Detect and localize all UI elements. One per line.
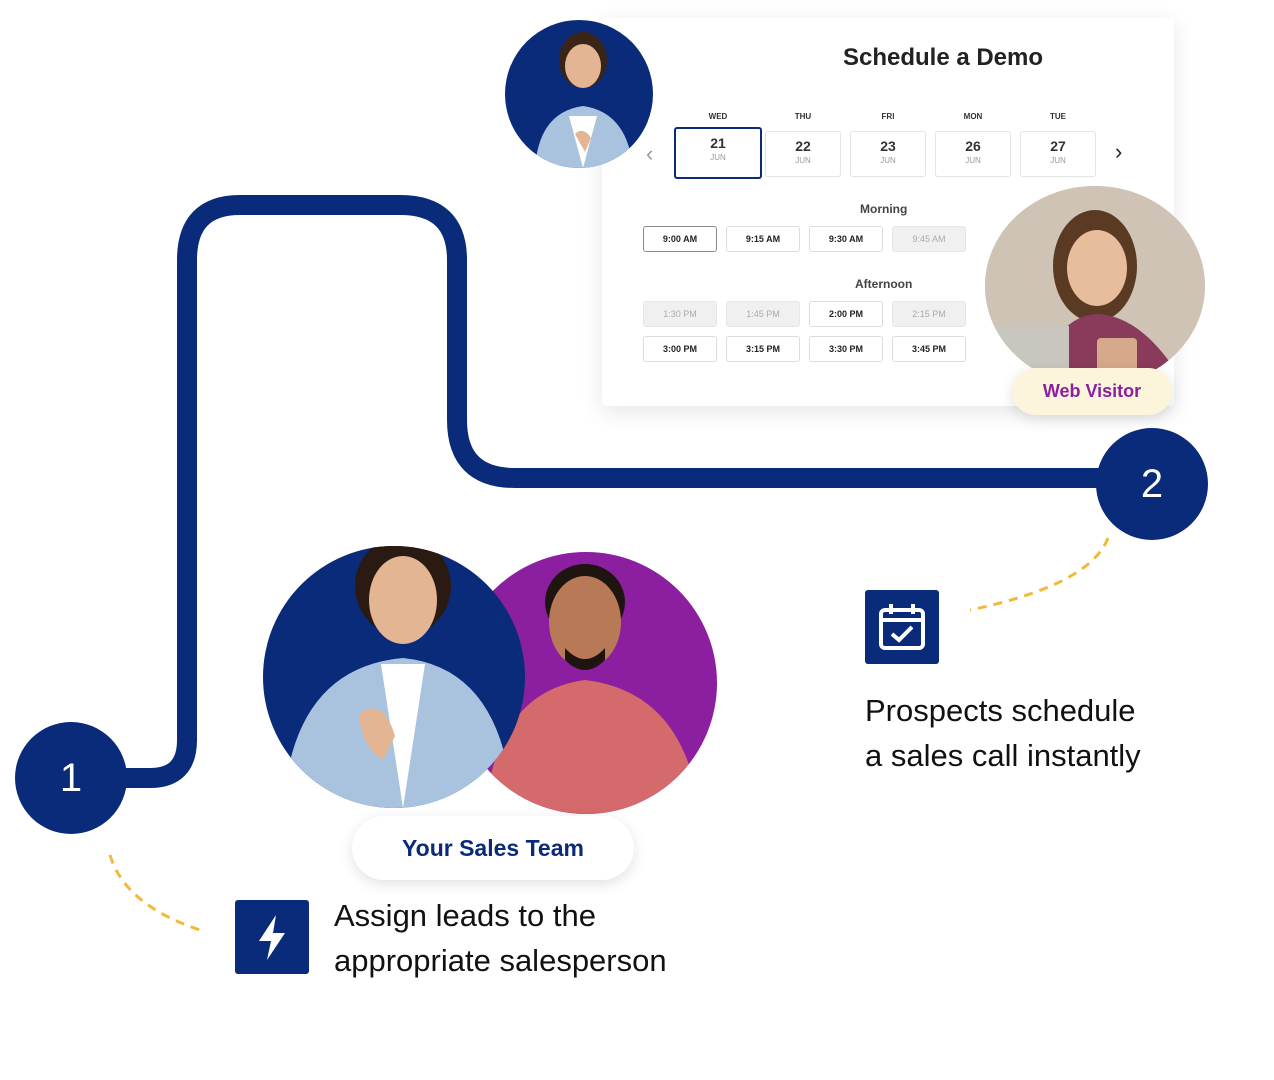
next-dates-chevron-icon[interactable]: › (1115, 139, 1123, 164)
calendar-check-icon (865, 590, 939, 664)
time-slot[interactable]: 9:00 AM (643, 226, 717, 252)
lightning-icon (235, 900, 309, 974)
web-visitor-pill: Web Visitor (1012, 368, 1172, 415)
step-2-line-1: Prospects schedule (865, 693, 1136, 728)
sales-woman-avatar (263, 546, 525, 808)
step-2-circle: 2 (1096, 428, 1208, 540)
date-day: 23 (880, 138, 896, 154)
time-slot[interactable]: 3:00 PM (643, 336, 717, 362)
date-month: JUN (880, 156, 896, 165)
step-1-caption: Assign leads to the appropriate salesper… (334, 893, 667, 983)
afternoon-label: Afternoon (855, 277, 913, 291)
schedule-title: Schedule a Demo (842, 44, 1044, 71)
time-slot-disabled: 1:30 PM (643, 301, 717, 327)
date-day: 22 (795, 138, 811, 154)
sales-man-photo-icon (485, 564, 700, 814)
date-button[interactable]: 27 JUN (1020, 131, 1096, 177)
date-button-selected[interactable]: 21 JUN (674, 127, 762, 179)
step-1-line-2: appropriate salesperson (334, 943, 667, 978)
time-slot-disabled: 2:15 PM (892, 301, 966, 327)
date-day: 27 (1050, 138, 1066, 154)
agent-photo-icon (535, 32, 633, 168)
dashed-connector-2 (969, 537, 1110, 612)
dow-label: MON (963, 112, 983, 121)
web-visitor-avatar (985, 186, 1205, 386)
time-slot[interactable]: 9:15 AM (726, 226, 800, 252)
dow-label: FRI (881, 112, 895, 121)
prev-dates-chevron-icon[interactable]: ‹ (646, 141, 654, 166)
date-month: JUN (795, 156, 811, 165)
navy-route-line (60, 195, 1160, 788)
web-visitor-photo-icon (985, 186, 1205, 386)
date-month: JUN (965, 156, 981, 165)
date-button[interactable]: 26 JUN (935, 131, 1011, 177)
agent-avatar-small (505, 20, 653, 168)
date-button[interactable]: 22 JUN (765, 131, 841, 177)
sales-woman-photo-icon (283, 546, 513, 808)
lightning-icon-svg (259, 915, 285, 960)
time-slot-disabled: 1:45 PM (726, 301, 800, 327)
step-2-caption: Prospects schedule a sales call instantl… (865, 688, 1141, 778)
time-slot[interactable]: 3:30 PM (809, 336, 883, 362)
morning-label: Morning (860, 202, 908, 216)
date-day: 26 (965, 138, 981, 154)
dow-label: THU (794, 112, 812, 121)
date-day: 21 (710, 135, 726, 151)
time-slot[interactable]: 9:30 AM (809, 226, 883, 252)
time-slot[interactable]: 3:45 PM (892, 336, 966, 362)
step-2-line-2: a sales call instantly (865, 738, 1141, 773)
time-slot[interactable]: 2:00 PM (809, 301, 883, 327)
sales-team-pill: Your Sales Team (352, 816, 634, 880)
dashed-connector-1 (108, 854, 201, 932)
step-1-line-1: Assign leads to the (334, 898, 596, 933)
date-month: JUN (1050, 156, 1066, 165)
dow-label: WED (708, 112, 728, 121)
date-month: JUN (710, 153, 726, 162)
time-slot-disabled: 9:45 AM (892, 226, 966, 252)
calendar-check-icon-svg (879, 604, 925, 650)
date-button[interactable]: 23 JUN (850, 131, 926, 177)
step-1-circle: 1 (15, 722, 127, 834)
time-slot[interactable]: 3:15 PM (726, 336, 800, 362)
dow-label: TUE (1050, 112, 1066, 121)
